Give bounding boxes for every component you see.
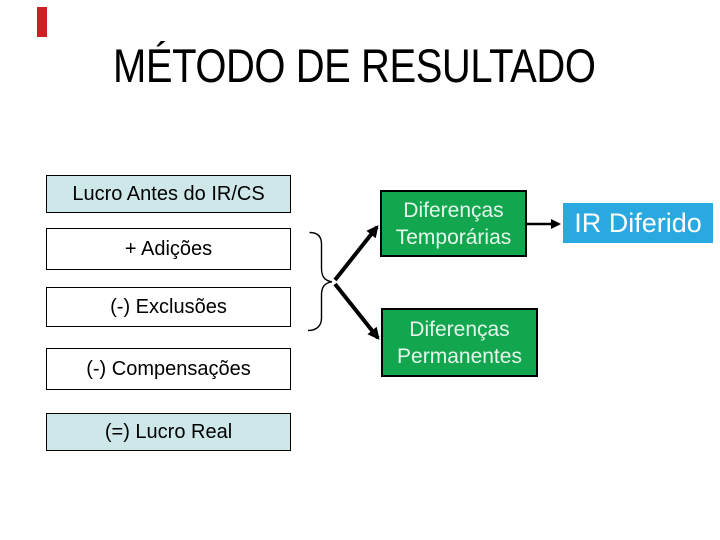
green-box-line: Temporárias xyxy=(395,225,512,249)
flow-box-label: Lucro Antes do IR/CS xyxy=(72,182,265,205)
flow-box-label: + Adições xyxy=(124,237,213,260)
page-title: MÉTODO DE RESULTADO xyxy=(113,39,596,92)
green-box-line: Diferenças xyxy=(409,317,510,341)
box-diferencas-permanentes: Diferenças Permanentes xyxy=(381,308,538,377)
box-ir-diferido: IR Diferido xyxy=(563,203,713,243)
flow-box-label: (-) Exclusões xyxy=(110,295,227,318)
green-box-line: Diferenças xyxy=(403,198,504,222)
flow-box-lucro-real: (=) Lucro Real xyxy=(46,413,291,451)
brace-connector xyxy=(307,231,333,332)
arrow-to-permanentes xyxy=(333,282,380,340)
flow-box-label: (-) Compensações xyxy=(86,357,251,380)
box-diferencas-temporarias: Diferenças Temporárias xyxy=(380,190,527,257)
flow-box-label: (=) Lucro Real xyxy=(104,420,233,443)
flow-box-adicoes: + Adições xyxy=(46,228,291,270)
flow-box-lucro-antes: Lucro Antes do IR/CS xyxy=(46,175,291,213)
red-accent-bar xyxy=(37,7,47,37)
result-box-label: IR Diferido xyxy=(574,207,702,238)
arrow-to-temporarias xyxy=(333,225,379,282)
flow-box-exclusoes: (-) Exclusões xyxy=(46,287,291,327)
flow-box-compensacoes: (-) Compensações xyxy=(46,348,291,390)
green-box-line: Permanentes xyxy=(397,344,522,368)
